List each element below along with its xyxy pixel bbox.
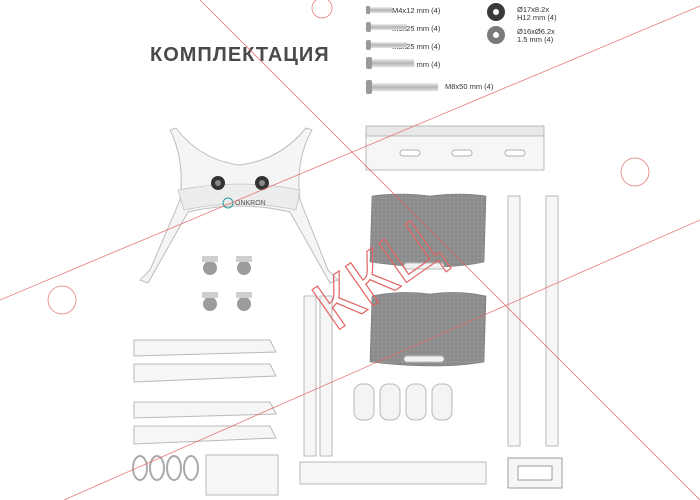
screw-label-m4x12: M4x12 mm (4) <box>392 6 441 15</box>
tray-lower <box>369 292 487 367</box>
washer-label-2: Ø16xØ6.2x 1.5 mm (4) <box>517 28 555 44</box>
washer-1-line1: Ø17x8.2x <box>517 5 550 14</box>
screw-label-m8x50: M8x50 mm (4) <box>445 82 494 91</box>
washer-label-1: Ø17x8.2x H12 mm (4) <box>517 6 557 22</box>
screw-label-m5x25: M5x25 mm (4) <box>392 42 441 51</box>
small-plate <box>205 454 279 496</box>
screw-m4x12 <box>366 6 392 14</box>
washer-metal-icon <box>487 26 505 44</box>
caster-wheels <box>202 256 252 311</box>
base-connector <box>507 457 563 489</box>
mount-rails <box>303 295 333 457</box>
screw-label-m6x25: M6x25 mm (4) <box>392 24 441 33</box>
page-title: КОМПЛЕКТАЦИЯ <box>150 44 330 66</box>
washer-2-line1: Ø16xØ6.2x <box>517 27 555 36</box>
screw-m8x25 <box>366 57 414 69</box>
washer-1-line2: H12 mm (4) <box>517 13 557 22</box>
top-bracket-plate <box>365 125 545 171</box>
brand-logo: ONKRON <box>235 200 266 207</box>
washer-rubber-icon <box>487 3 505 21</box>
tray-upper <box>369 193 487 270</box>
screw-m6x25 <box>366 22 407 32</box>
cable-ties <box>132 455 199 481</box>
washer-2-line2: 1.5 mm (4) <box>517 35 554 44</box>
pole-left <box>507 195 521 447</box>
arm-parts <box>133 339 277 445</box>
screw-m8x50 <box>366 80 438 94</box>
bottom-bar <box>299 461 487 485</box>
base-frame <box>139 127 339 284</box>
screw-m5x25 <box>366 40 407 50</box>
pole-right <box>545 195 559 447</box>
pole-clamps <box>353 383 453 421</box>
screw-label-m8x25: M8x25 mm (4) <box>392 60 441 69</box>
